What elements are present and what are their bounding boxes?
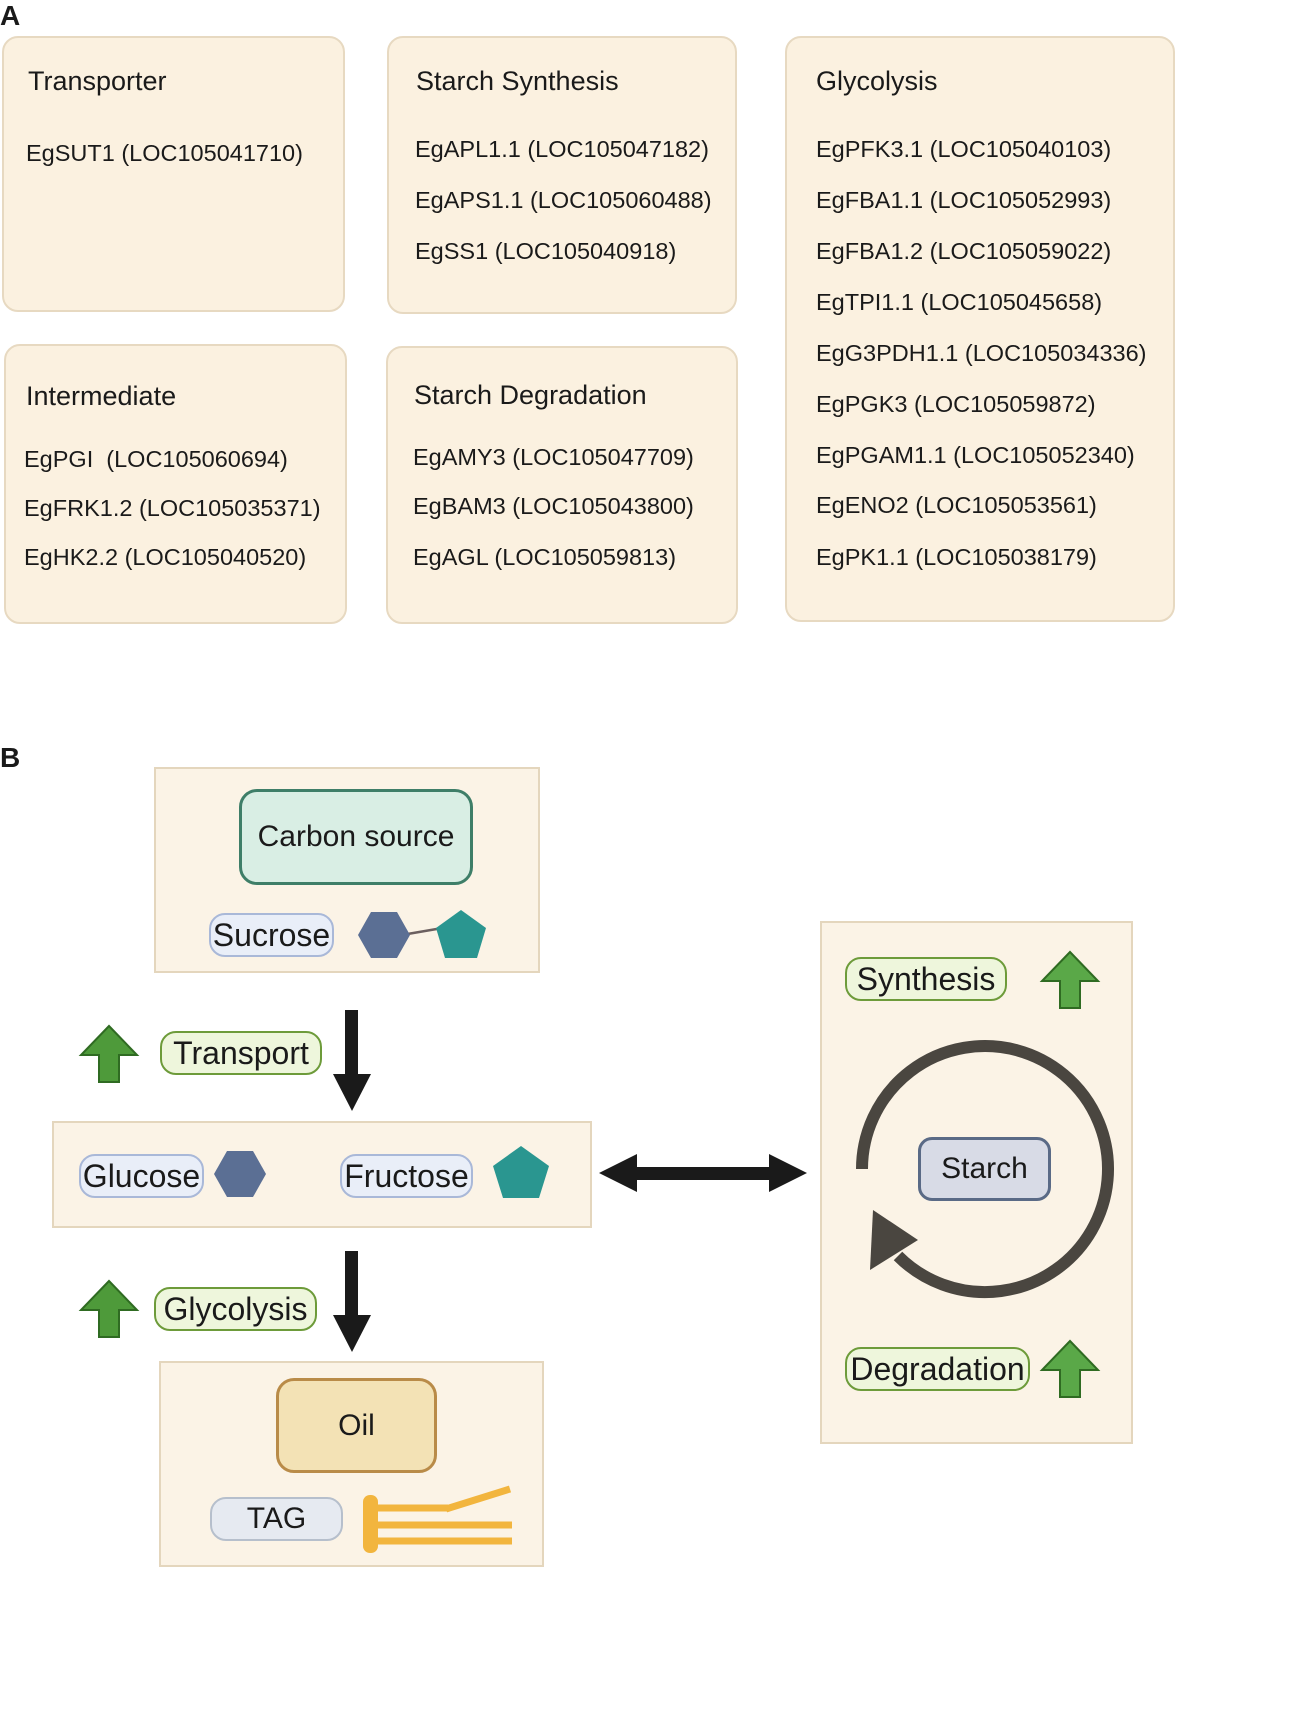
tag-label: TAG xyxy=(210,1497,343,1541)
card-starch-synthesis: Starch Synthesis EgAPL1.1 (LOC105047182)… xyxy=(387,36,737,314)
down-arrow-icon xyxy=(333,1010,371,1111)
sucrose-glucose-hexagon-icon xyxy=(358,912,410,958)
panel-a-label: A xyxy=(0,0,21,31)
gene-item: EgAGL (LOC105059813) xyxy=(413,544,677,570)
oil-node: Oil xyxy=(276,1378,437,1473)
gene-item: EgFRK1.2 (LOC105035371) xyxy=(24,495,321,521)
gene-item: EgFBA1.1 (LOC105052993) xyxy=(816,187,1112,213)
card-intermediate: Intermediate EgPGI (LOC105060694) EgFRK1… xyxy=(4,344,347,624)
card-title: Starch Degradation xyxy=(414,380,647,410)
up-arrow-icon xyxy=(78,1024,140,1083)
card-title: Glycolysis xyxy=(816,66,938,96)
gene-item: EgAPS1.1 (LOC105060488) xyxy=(415,187,712,213)
gene-item: EgSS1 (LOC105040918) xyxy=(415,238,677,264)
carbon-source-node: Carbon source xyxy=(239,789,473,885)
gene-item: EgPK1.1 (LOC105038179) xyxy=(816,544,1097,570)
glucose-hexagon-icon xyxy=(214,1151,266,1197)
sucrose-label: Sucrose xyxy=(209,913,334,957)
down-arrow-icon xyxy=(333,1251,371,1352)
sucrose-molecule-icon xyxy=(358,910,486,958)
card-title: Starch Synthesis xyxy=(416,66,619,96)
card-starch-degradation: Starch Degradation EgAMY3 (LOC105047709)… xyxy=(386,346,738,624)
up-arrow-icon xyxy=(78,1279,140,1338)
gene-item: EgFBA1.2 (LOC105059022) xyxy=(816,238,1112,264)
gene-item: EgAMY3 (LOC105047709) xyxy=(413,444,694,470)
tag-lipid-icon xyxy=(363,1485,512,1553)
up-arrow-icon xyxy=(1039,1339,1101,1398)
card-transporter: Transporter EgSUT1 (LOC105041710) xyxy=(2,36,345,312)
gene-item: EgPGK3 (LOC105059872) xyxy=(816,391,1096,417)
degradation-label: Degradation xyxy=(845,1347,1030,1391)
glucose-label: Glucose xyxy=(79,1154,204,1198)
panel-b-label: B xyxy=(0,742,21,773)
card-glycolysis: Glycolysis EgPFK3.1 (LOC105040103) EgFBA… xyxy=(785,36,1175,622)
card-title: Transporter xyxy=(28,66,167,96)
gene-item: EgHK2.2 (LOC105040520) xyxy=(24,544,307,570)
cycle-arrow-icon xyxy=(856,1040,1114,1298)
fructose-label: Fructose xyxy=(340,1154,473,1198)
fructose-pentagon-icon xyxy=(493,1146,549,1198)
gene-item: EgENO2 (LOC105053561) xyxy=(816,492,1097,518)
gene-item: EgG3PDH1.1 (LOC105034336) xyxy=(816,340,1147,366)
up-arrow-icon xyxy=(1039,950,1101,1009)
gene-item: EgSUT1 (LOC105041710) xyxy=(26,140,303,166)
gene-item: EgTPI1.1 (LOC105045658) xyxy=(816,289,1103,315)
gene-item: EgPFK3.1 (LOC105040103) xyxy=(816,136,1112,162)
gene-item: EgAPL1.1 (LOC105047182) xyxy=(415,136,709,162)
gene-item: EgPGI (LOC105060694) xyxy=(24,446,288,472)
transport-label: Transport xyxy=(160,1031,322,1075)
sucrose-fructose-pentagon-icon xyxy=(436,910,486,958)
double-arrow-icon xyxy=(599,1154,807,1192)
synthesis-label: Synthesis xyxy=(845,957,1007,1001)
starch-node: Starch xyxy=(918,1137,1051,1201)
card-title: Intermediate xyxy=(26,381,177,411)
gene-item: EgPGAM1.1 (LOC105052340) xyxy=(816,442,1135,468)
glycolysis-label: Glycolysis xyxy=(154,1287,317,1331)
gene-item: EgBAM3 (LOC105043800) xyxy=(413,493,694,519)
